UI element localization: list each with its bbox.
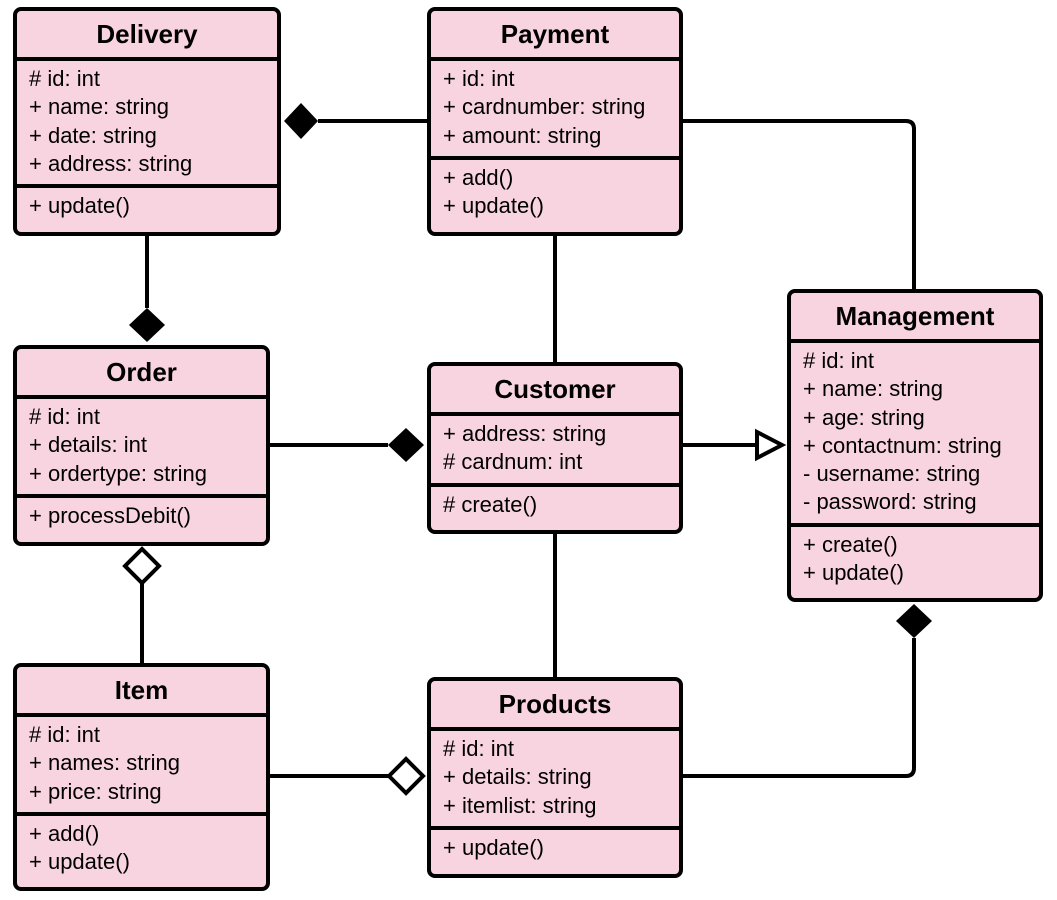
aggregation-diamond-products	[386, 756, 426, 796]
composition-diamond-delivery	[284, 103, 318, 139]
attributes-section: # id: int + details: string + itemlist: …	[431, 731, 679, 830]
class-name: Payment	[431, 11, 679, 61]
attribute: + name: string	[803, 376, 944, 402]
class-payment[interactable]: Payment + id: int + cardnumber: string +…	[427, 7, 683, 236]
attribute: + details: int	[29, 432, 148, 458]
attribute: # id: int	[29, 66, 100, 91]
method: + processDebit()	[29, 502, 192, 528]
class-name: Products	[431, 681, 679, 731]
attribute: + amount: string	[443, 122, 602, 148]
attribute: # id: int	[443, 736, 514, 761]
method: + add()	[29, 820, 100, 846]
connector-products-management	[682, 638, 916, 778]
attribute: + cardnumber: string	[443, 94, 646, 120]
method: + update()	[443, 193, 544, 219]
class-delivery[interactable]: Delivery # id: int + name: string + date…	[13, 7, 281, 236]
attribute: # id: int	[29, 404, 100, 429]
methods-section: + add() + update()	[431, 160, 679, 227]
method: + create()	[803, 531, 898, 557]
attributes-section: # id: int + details: int + ordertype: st…	[17, 399, 266, 498]
class-order[interactable]: Order # id: int + details: int + orderty…	[13, 345, 270, 546]
attribute: # cardnum: int	[443, 449, 583, 475]
class-item[interactable]: Item # id: int + names: string + price: …	[13, 663, 270, 891]
attribute: + names: string	[29, 750, 181, 776]
attribute: + id: int	[443, 66, 515, 91]
class-customer[interactable]: Customer + address: string # cardnum: in…	[427, 362, 683, 534]
method: # create()	[443, 491, 538, 517]
class-name: Customer	[431, 366, 679, 416]
class-name: Management	[791, 293, 1039, 343]
methods-section: + update()	[17, 188, 277, 226]
class-name: Item	[17, 667, 266, 717]
class-products[interactable]: Products # id: int + details: string + i…	[427, 677, 683, 878]
attribute: + price: string	[29, 778, 162, 804]
class-name: Delivery	[17, 11, 277, 61]
class-name: Order	[17, 349, 266, 399]
attribute: + contactnum: string	[803, 432, 1002, 458]
aggregation-diamond-order	[122, 546, 162, 586]
methods-section: + add() + update()	[17, 816, 266, 883]
method: + update()	[29, 193, 130, 219]
attribute: + date: string	[29, 122, 157, 148]
attribute: + address: string	[443, 421, 607, 446]
method: + add()	[443, 164, 514, 190]
attribute: + address: string	[29, 150, 193, 176]
attribute: + ordertype: string	[29, 460, 207, 486]
composition-diamond-order	[129, 308, 165, 342]
attribute: # id: int	[29, 722, 100, 747]
methods-section: + update()	[431, 830, 679, 868]
composition-diamond-customer	[388, 428, 424, 462]
attribute: - password: string	[803, 489, 977, 515]
attribute: + details: string	[443, 764, 592, 790]
attributes-section: # id: int + names: string + price: strin…	[17, 717, 266, 816]
composition-diamond-management	[896, 604, 932, 638]
methods-section: + processDebit()	[17, 498, 266, 536]
attributes-section: + address: string # cardnum: int	[431, 416, 679, 487]
attributes-section: # id: int + name: string + date: string …	[17, 61, 277, 189]
attribute: + age: string	[803, 404, 925, 430]
attributes-section: + id: int + cardnumber: string + amount:…	[431, 61, 679, 160]
method: + update()	[29, 849, 130, 875]
connector-payment-management	[682, 119, 916, 292]
generalization-arrowhead-management	[755, 428, 787, 462]
method: + update()	[443, 834, 544, 860]
class-management[interactable]: Management # id: int + name: string + ag…	[787, 289, 1043, 602]
method: + update()	[803, 560, 904, 586]
attributes-section: # id: int + name: string + age: string +…	[791, 343, 1039, 527]
attribute: + name: string	[29, 94, 170, 120]
methods-section: # create()	[431, 487, 679, 525]
attribute: - username: string	[803, 461, 981, 487]
methods-section: + create() + update()	[791, 527, 1039, 594]
attribute: # id: int	[803, 348, 874, 373]
attribute: + itemlist: string	[443, 792, 597, 818]
